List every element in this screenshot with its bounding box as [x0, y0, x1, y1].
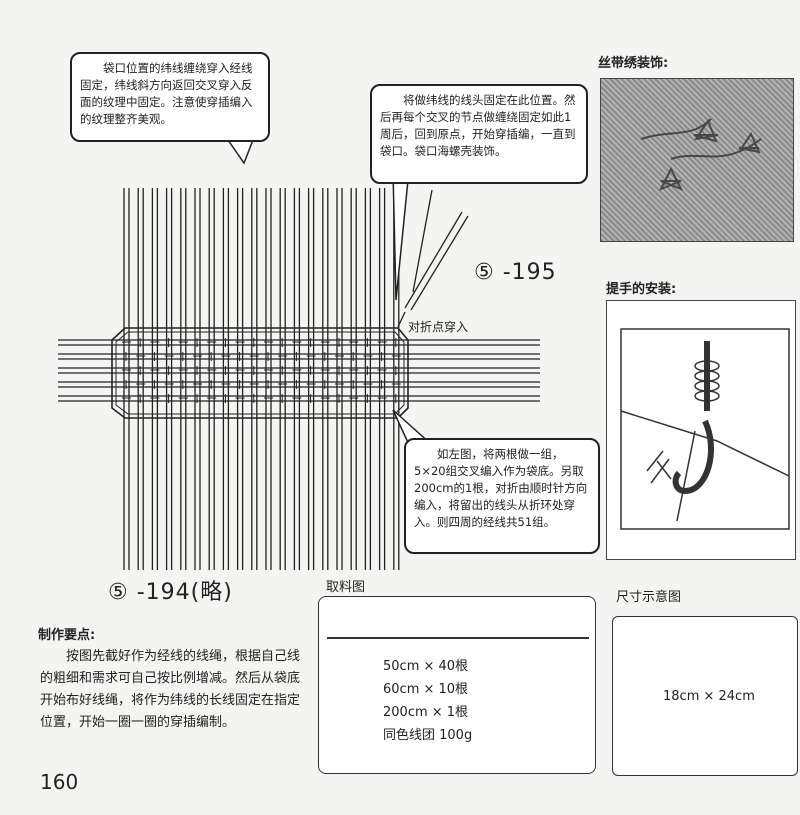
- materials-list: 50cm × 40根 60cm × 10根 200cm × 1根 同色线团 10…: [383, 655, 472, 747]
- figure-number-195: ⑤ -195: [474, 260, 557, 285]
- sample-cord: [327, 637, 589, 639]
- size-title: 尺寸示意图: [616, 590, 682, 605]
- materials-box: 50cm × 40根 60cm × 10根 200cm × 1根 同色线团 10…: [318, 596, 596, 774]
- callout-top-left: 袋口位置的纬线缠绕穿入经线固定，纬线斜方向返回交叉穿入反面的纹理中固定。注意使穿…: [70, 52, 270, 142]
- instructions-text: 按图先截好作为经线的线绳，根据自己线的粗细和需求可自己按比例增减。然后从袋底开始…: [40, 649, 301, 730]
- callout-text: 将做纬线的线头固定在此位置。然后再每个交叉的节点做缠绕固定如此1周后，回到原点，…: [380, 93, 576, 158]
- callout-bottom-right: 如左图，将两根做一组，5×20组交叉编入作为袋底。另取200cm的1根，对折由顺…: [404, 438, 600, 554]
- fold-point-lines: [397, 189, 469, 328]
- callout-text: 如左图，将两根做一组，5×20组交叉编入作为袋底。另取200cm的1根，对折由顺…: [414, 447, 588, 529]
- instructions-title: 制作要点:: [38, 628, 96, 643]
- callout-pointer: [226, 139, 255, 165]
- flower-embroidery-icon: [640, 118, 762, 191]
- embroidery-title: 丝带绣装饰:: [598, 56, 669, 71]
- embroidery-photo: [600, 78, 794, 242]
- weft-lines: [58, 339, 540, 402]
- materials-title: 取料图: [326, 580, 366, 595]
- instructions-body: 按图先截好作为经线的线绳，根据自己线的粗细和需求可自己按比例增减。然后从袋底开始…: [40, 646, 310, 734]
- callout-top-right: 将做纬线的线头固定在此位置。然后再每个交叉的节点做缠绕固定如此1周后，回到原点，…: [370, 84, 588, 184]
- warp-lines: [123, 188, 400, 570]
- size-diagram: 18cm × 24cm: [612, 616, 798, 776]
- material-item: 200cm × 1根: [383, 705, 469, 720]
- fold-point-label: 对折点穿入: [408, 320, 469, 334]
- page-number: 160: [40, 770, 79, 794]
- callout-text: 袋口位置的纬线缠绕穿入经线固定，纬线斜方向返回交叉穿入反面的纹理中固定。注意使穿…: [80, 61, 253, 126]
- material-item: 50cm × 40根: [383, 659, 469, 674]
- material-item: 同色线团 100g: [383, 728, 473, 743]
- handle-illustration: [606, 300, 796, 560]
- size-value: 18cm × 24cm: [663, 689, 755, 704]
- handle-icon: [620, 328, 790, 530]
- material-item: 60cm × 10根: [383, 682, 469, 697]
- figure-number-194: ⑤ -194(略): [108, 580, 233, 605]
- handle-title: 提手的安装:: [606, 282, 677, 297]
